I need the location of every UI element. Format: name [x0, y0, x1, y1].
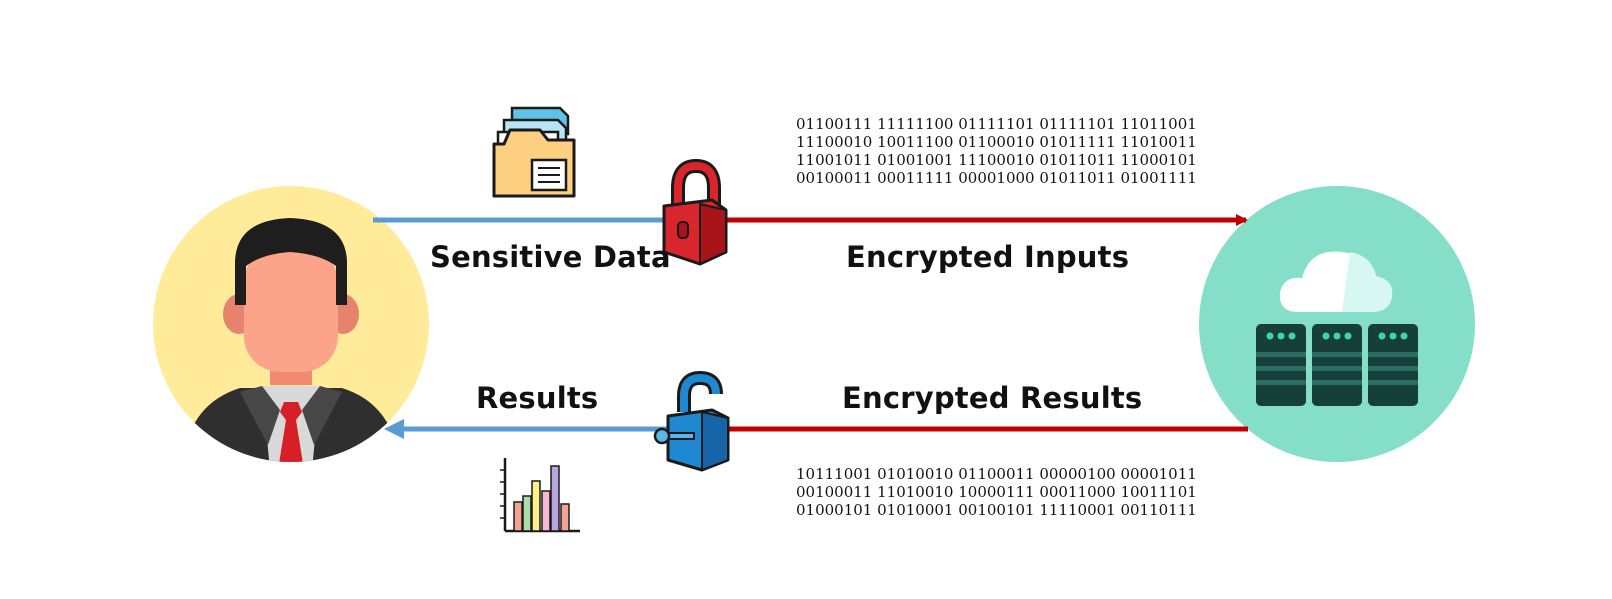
- binary-line: 01100111 11111100 01111101 01111101 1101…: [796, 115, 1197, 133]
- binary-line: 00100011 00011111 00001000 01011011 0100…: [796, 169, 1197, 187]
- binary-line: 00100011 11010010 10000111 00011000 1001…: [796, 483, 1197, 501]
- encrypted-results-label: Encrypted Results: [842, 381, 1143, 415]
- results-arrowhead: [384, 419, 404, 439]
- document-folder-icon: [492, 106, 576, 198]
- sensitive-data-label: Sensitive Data: [430, 240, 671, 274]
- binary-line: 11001011 01001001 11100010 01011011 1100…: [796, 151, 1197, 169]
- binary-line: 11100010 10011100 01100010 01011111 1101…: [796, 133, 1197, 151]
- binary-line: 10111001 01010010 01100011 00000100 0000…: [796, 465, 1197, 483]
- results-label: Results: [476, 381, 599, 415]
- bar-chart-icon: [500, 458, 580, 533]
- encrypted-results-binary: 10111001 01010010 01100011 00000100 0000…: [796, 465, 1197, 519]
- user-avatar-icon: [153, 186, 429, 462]
- binary-line: 01000101 01010001 00100101 11110001 0011…: [796, 501, 1197, 519]
- closed-lock-icon: [662, 158, 728, 266]
- encrypted-inputs-binary: 01100111 11111100 01111101 01111101 1101…: [796, 115, 1197, 187]
- cloud-server-icon: [1199, 186, 1475, 462]
- open-lock-key-icon: [653, 370, 730, 472]
- encrypted-inputs-label: Encrypted Inputs: [846, 240, 1130, 274]
